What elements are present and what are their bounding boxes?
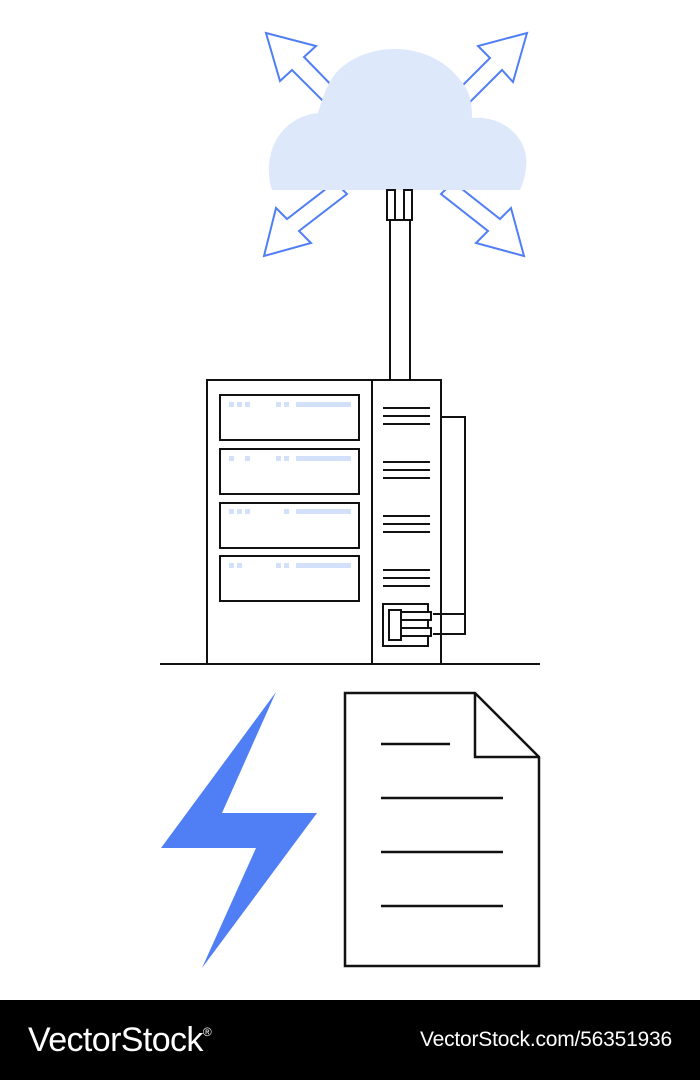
arrow-bottom-left-icon <box>262 180 349 258</box>
server-slot <box>219 555 360 602</box>
server-slot <box>219 448 360 495</box>
watermark-footer: VectorStock® VectorStock.com/56351936 <box>0 1000 700 1080</box>
vent-lines <box>383 407 430 587</box>
expand-arrows-icon <box>262 31 529 258</box>
network-cable-icon <box>386 189 413 381</box>
brand-name: VectorStock <box>28 1020 203 1059</box>
server-slot <box>219 394 360 441</box>
image-id: VectorStock.com/56351936 <box>419 1028 672 1051</box>
slot-indicators <box>229 402 351 568</box>
document-icon <box>343 691 541 968</box>
registered-mark: ® <box>202 1024 212 1039</box>
cloud-icon <box>268 48 527 190</box>
cloud-server-illustration <box>160 31 541 968</box>
arrow-bottom-right-icon <box>439 180 526 258</box>
lightning-bolt-icon <box>161 692 317 968</box>
plug-icon <box>382 416 466 647</box>
brand-logo: VectorStock® <box>28 1020 212 1060</box>
